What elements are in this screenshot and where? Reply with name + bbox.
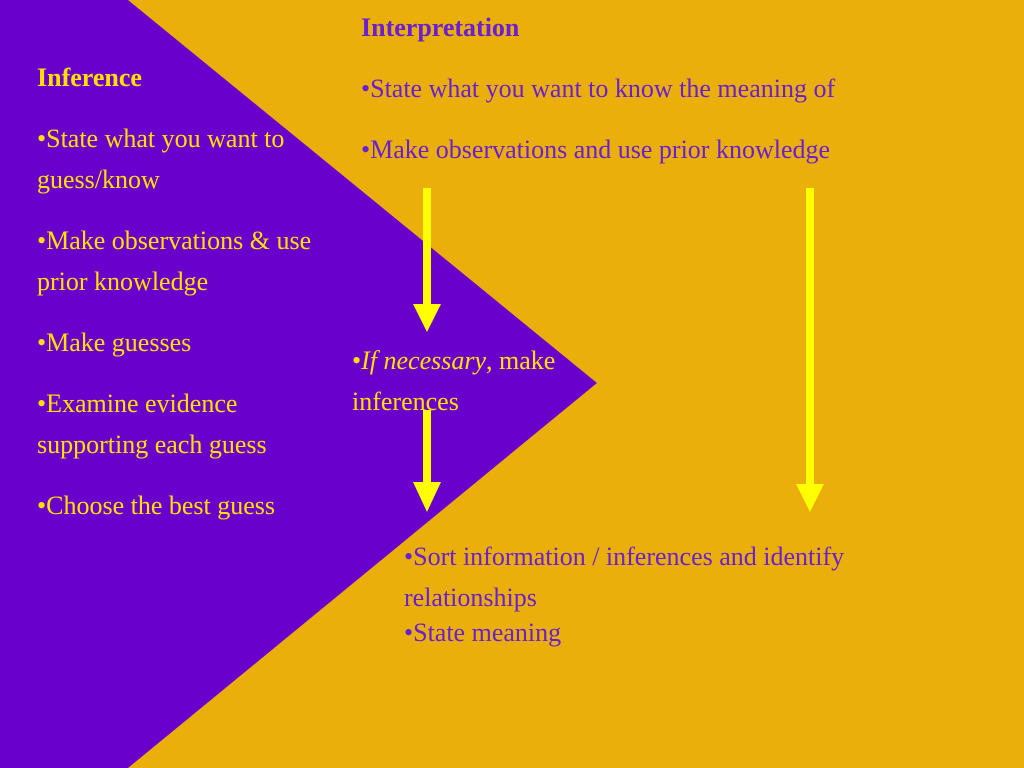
bottom-list: •Sort information / inferences and ident… [404,536,964,653]
purple-triangle [0,0,597,768]
arrow-left-lower [413,410,441,512]
arrow-right-long [796,188,824,512]
inference-list: •State what you want to guess/know •Make… [37,118,327,546]
inference-item: •Examine evidence supporting each guess [37,389,267,459]
interpretation-list: •State what you want to know the meaning… [361,68,1001,190]
inference-title: Inference [37,63,142,92]
middle-note-rest: , make inferences [352,346,556,416]
inference-item: •State what you want to guess/know [37,124,285,194]
middle-note-bullet: • [352,346,362,375]
middle-note: •If necessary, make inferences [352,340,592,422]
inference-item: •Make observations & use prior knowledge [37,226,312,296]
bottom-item: •Sort information / inferences and ident… [404,542,845,612]
bottom-item: •State meaning [404,618,562,647]
interpretation-title: Interpretation [361,13,520,42]
interpretation-item: •State what you want to know the meaning… [361,74,836,103]
middle-note-italic: If necessary [361,346,487,375]
inference-item: •Make guesses [37,328,192,357]
inference-item: •Choose the best guess [37,491,276,520]
interpretation-item: •Make observations and use prior knowled… [361,135,831,164]
arrow-left-upper [413,188,441,332]
